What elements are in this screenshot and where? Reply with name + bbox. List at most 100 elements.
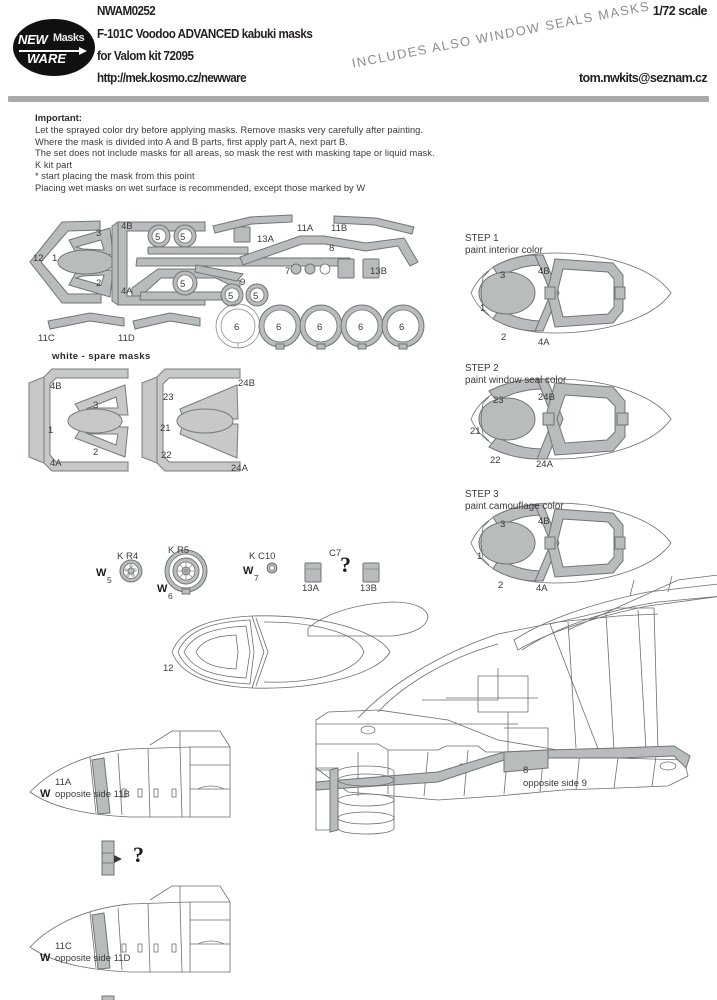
spare-mask-part-label: 4B [50, 381, 62, 392]
wet-mask-marker: W [243, 565, 254, 577]
logo-masks-text: Masks [53, 32, 85, 44]
step-subtitle: paint window seal color [465, 375, 567, 386]
kit-part-ref: K R5 [168, 545, 190, 556]
mask-part-label: 6 [358, 322, 364, 333]
note-line: * start placing the mask from this point [35, 171, 195, 182]
spare-mask-part-label: 1 [48, 425, 54, 436]
step-part-label: 4B [538, 266, 550, 277]
wet-mask-marker: W [157, 583, 168, 595]
step-title: STEP 3 [465, 489, 499, 500]
includes-stamp: INCLUDES ALSO WINDOW SEALS MASKS [350, 0, 652, 71]
step-part-label: 21 [470, 426, 481, 437]
spare-mask-part-label: 23 [163, 392, 174, 403]
nose-opposite-note: opposite side 11D [55, 953, 131, 964]
step-part-label: 1 [477, 551, 483, 562]
mask-part-label: 12 [33, 253, 44, 264]
scale-label: 1/72 scale [652, 4, 708, 18]
spare-mask-part-label: 24B [238, 378, 255, 389]
important-notes: Important: Let the sprayed color dry bef… [35, 113, 505, 195]
wet-mask-marker: W [96, 567, 107, 579]
note-line: K kit part [35, 159, 73, 170]
step-part-label: 24A [536, 459, 553, 470]
logo-arrow-icon [19, 47, 87, 55]
step-part-label: 3 [500, 519, 506, 530]
step-part-label: 4A [538, 337, 550, 348]
nose-mask-code: 11C [55, 941, 72, 952]
spare-mask-part-label: 21 [160, 423, 171, 434]
email-address[interactable]: tom.nwkits@seznam.cz [578, 71, 708, 85]
wheel-mask-number: 7 [254, 573, 259, 583]
mask-part-label: 13A [257, 234, 274, 245]
step-part-label: 22 [490, 455, 501, 466]
question-mark-icon: ? [133, 842, 144, 867]
mask-part-label: 6 [276, 322, 282, 333]
notes-heading: Important: [35, 113, 82, 124]
kit-part-ref: K R4 [117, 551, 139, 562]
nose-opposite-note: opposite side 11B [55, 789, 130, 800]
mask-part-label: 4B [121, 221, 133, 232]
white-spare-caption: white - spare masks [52, 351, 151, 362]
spare-mask-part-label: 24A [231, 463, 248, 474]
website-url[interactable]: http://mek.kosmo.cz/newware [97, 71, 247, 85]
part-13a-label: 13A [302, 583, 319, 594]
part-13b-label: 13B [360, 583, 377, 594]
canopy-view-label: 12 [163, 663, 174, 674]
mask-part-label: 5 [180, 232, 186, 243]
product-code: NWAM0252 [97, 4, 156, 18]
mask-part-label: 6 [317, 322, 323, 333]
mask-part-label: 8 [329, 243, 335, 254]
mask-part-label: 11D [118, 333, 135, 344]
step-subtitle: paint interior color [465, 245, 543, 256]
step-part-label: 4B [538, 516, 550, 527]
mask-part-label: 11B [331, 223, 348, 234]
note-line: Let the sprayed color dry before applyin… [35, 125, 424, 135]
mask-part-label: 6 [234, 322, 240, 333]
header: NEW Masks WARE NWAM0252 F-101C Voodoo AD… [0, 0, 717, 102]
step-part-label: 2 [501, 332, 507, 343]
step-part-label: 2 [498, 580, 504, 591]
spare-mask-part-label: 22 [161, 450, 172, 461]
newware-logo: NEW Masks WARE [13, 19, 95, 76]
wheel-mask-number: 5 [107, 575, 112, 585]
mask-part-label: 7 [285, 266, 291, 277]
mask-part-label: 9 [240, 277, 246, 288]
step-title: STEP 1 [465, 233, 499, 244]
wheel-mask-number: 6 [168, 591, 173, 601]
mask-part-label: 5 [180, 279, 186, 290]
spare-mask-part-label: 2 [93, 447, 99, 458]
note-line: The set does not include masks for all a… [35, 148, 435, 159]
step-part-label: 24B [538, 392, 555, 403]
mask-part-label: 11C [38, 333, 55, 344]
step-part-label: 4A [536, 583, 548, 594]
mask-part-label: 5 [155, 232, 161, 243]
header-divider [8, 96, 709, 102]
mask-part-label: 6 [399, 322, 405, 333]
mask-part-label: 5 [253, 291, 259, 302]
wet-mask-marker: W [40, 952, 51, 964]
question-mark-icon: ? [340, 552, 351, 577]
spare-mask-part-label: 3 [93, 400, 99, 411]
c7-label: C7 [329, 548, 342, 559]
mask-part-label: 4A [121, 286, 133, 297]
kit-reference: for Valom kit 72095 [97, 49, 194, 63]
spare-mask-part-label: 4A [50, 458, 62, 469]
note-line: Placing wet masks on wet surface is reco… [35, 182, 366, 193]
mask-part-label: 13B [370, 266, 387, 277]
note-line: Where the mask is divided into A and B p… [35, 136, 348, 147]
fuselage-part-label: 8 [523, 765, 529, 776]
step-subtitle: paint camouflage color [465, 501, 564, 512]
step-title: STEP 2 [465, 363, 499, 374]
kit-part-ref: K C10 [249, 551, 276, 562]
mask-part-label: 1 [52, 253, 58, 264]
nose-mask-code: 11A [55, 777, 72, 788]
mask-part-label: 11A [297, 223, 314, 234]
step-part-label: 3 [500, 270, 506, 281]
mask-part-label: 3 [96, 228, 102, 239]
logo-ware-text: WARE [27, 51, 66, 66]
product-title: F-101C Voodoo ADVANCED kabuki masks [97, 27, 313, 41]
mask-part-label: 2 [96, 278, 102, 289]
mask-part-label: 5 [228, 291, 234, 302]
fuselage-opposite-note: opposite side 9 [523, 778, 587, 789]
wet-mask-marker: W [40, 788, 51, 800]
